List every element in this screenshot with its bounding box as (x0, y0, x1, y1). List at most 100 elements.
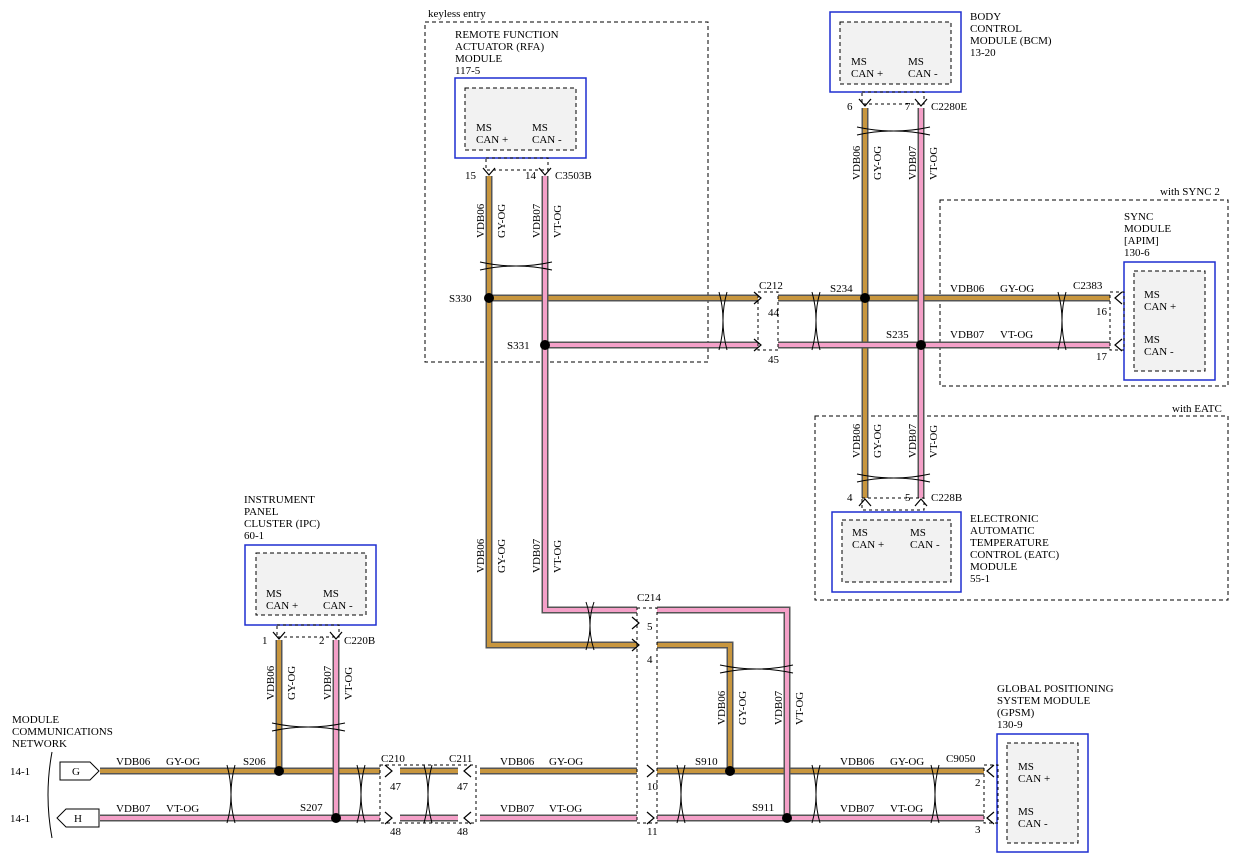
eatc-group-label: with EATC (1172, 403, 1222, 415)
eatc-pin-minus-2: CAN - (910, 539, 940, 551)
sync-name-line1: SYNC (1124, 211, 1153, 223)
vl-eatc-vtog: VT-OG (928, 425, 940, 458)
wl-gpsm-vdb07: VDB07 (840, 803, 875, 815)
c212-box (757, 291, 779, 351)
twist-bottom-4 (676, 764, 686, 824)
splice-s911 (782, 813, 792, 823)
vl-ipc-vdb06: VDB06 (265, 665, 277, 700)
wl-g-vdb06: VDB06 (116, 756, 151, 768)
ipc-pin-plus-2: CAN + (266, 600, 298, 612)
c210-pin-47: 47 (390, 781, 402, 793)
sync-name-line2: MODULE (1124, 223, 1171, 235)
eatc-group-box (814, 415, 1229, 601)
eatc-module: MS CAN + MS CAN - ELECTRONIC AUTOMATIC T… (831, 511, 1059, 593)
sync-connector: C2383 (1073, 280, 1103, 292)
gpsm-pin-plus-2: CAN + (1018, 773, 1050, 785)
vl-eatc-vdb07: VDB07 (907, 423, 919, 458)
network-title-1: MODULE (12, 714, 59, 726)
bcm-connector: C2280E (931, 101, 967, 113)
eatc-pin-plus-1: MS (852, 527, 868, 539)
rfa-module: REMOTE FUNCTION ACTUATOR (RFA) MODULE 11… (454, 29, 587, 159)
splice-s331-label: S331 (507, 340, 530, 352)
c212-pin-44: 44 (768, 307, 780, 319)
network-title-3: NETWORK (12, 738, 67, 750)
gpsm-name-line3: (GPSM) (997, 707, 1035, 719)
eatc-name-line1: ELECTRONIC (970, 513, 1038, 525)
vl-mid-vdb07: VDB07 (531, 538, 543, 573)
rfa-connector: C3503B (555, 170, 592, 182)
gpsm-module: GLOBAL POSITIONING SYSTEM MODULE (GPSM) … (996, 683, 1114, 853)
gpsm-name-line1: GLOBAL POSITIONING (997, 683, 1114, 695)
eatc-name-line5: MODULE (970, 561, 1017, 573)
wl-mid-vdb06: VDB06 (500, 756, 535, 768)
eatc-pin-plus-2: CAN + (852, 539, 884, 551)
network-bracket (47, 751, 53, 839)
ipc-module: INSTRUMENT PANEL CLUSTER (IPC) 60-1 MS C… (244, 494, 377, 626)
bcm-pin-plus-2: CAN + (851, 68, 883, 80)
bcm-module: MS CAN + MS CAN - BODY CONTROL MODULE (B… (829, 11, 1052, 93)
twist-c212-left (718, 291, 728, 351)
keyless-entry-label: keyless entry (428, 8, 486, 20)
ipc-pin-2: 2 (319, 635, 325, 647)
splice-s911-label: S911 (752, 802, 774, 814)
c211-pin-48: 48 (457, 826, 469, 838)
wl-h-vtog: VT-OG (166, 803, 199, 815)
wire-labels: VDB06 GY-OG VDB07 VT-OG VDB06 GY-OG VDB0… (116, 283, 1034, 815)
rfa-pin-14: 14 (525, 170, 537, 182)
vl-ipc-vtog: VT-OG (343, 667, 355, 700)
sync-module: SYNC MODULE [APIM] 130-6 MS CAN + MS CAN… (1123, 211, 1216, 381)
c9050-pin-10: 10 (647, 781, 659, 793)
sync-name-line3: [APIM] (1124, 235, 1159, 247)
vl-rfa-vtog: VT-OG (552, 205, 564, 238)
wl-mid-vtog: VT-OG (549, 803, 582, 815)
rfa-name-line4: 117-5 (455, 65, 481, 77)
sync-group-label: with SYNC 2 (1160, 186, 1220, 198)
vl-s910-vdb06: VDB06 (716, 690, 728, 725)
ipc-pin-minus-1: MS (323, 588, 339, 600)
twist-ipc (271, 722, 346, 732)
vl-ipc-gyog: GY-OG (286, 666, 298, 700)
gpsm-pin-minus-1: MS (1018, 806, 1034, 818)
splice-s235 (916, 340, 926, 350)
wl-sync-gyog: GY-OG (1000, 283, 1034, 295)
bcm-name-line4: 13-20 (970, 47, 996, 59)
network-h-label: H (74, 813, 82, 825)
ipc-name-line4: 60-1 (244, 530, 264, 542)
wl-h-vdb07: VDB07 (116, 803, 151, 815)
wl-sync-vdb06: VDB06 (950, 283, 985, 295)
vl-rfa-gyog: GY-OG (496, 204, 508, 238)
network-g-label: G (72, 766, 80, 778)
splice-s234-label: S234 (830, 283, 853, 295)
twist-c214-left (585, 601, 595, 651)
network-g-arrow: G (59, 761, 100, 781)
network-ref-g: 14-1 (10, 766, 30, 778)
ipc-name-line1: INSTRUMENT (244, 494, 315, 506)
c210-label: C210 (381, 753, 405, 765)
bcm-pin-7: 7 (905, 101, 911, 113)
eatc-name-line6: 55-1 (970, 573, 990, 585)
splice-s910-label: S910 (695, 756, 718, 768)
c210-pin-48: 48 (390, 826, 402, 838)
gpsm-pin-box (983, 764, 999, 824)
c214-pin-4: 4 (647, 654, 653, 666)
twist-bottom-6 (930, 764, 940, 824)
rfa-name-line3: MODULE (455, 53, 502, 65)
vl-mid-gyog: GY-OG (496, 539, 508, 573)
gpsm-connector: C9050 (946, 753, 976, 765)
bcm-pin-minus-1: MS (908, 56, 924, 68)
splice-s234 (860, 293, 870, 303)
splice-s207 (331, 813, 341, 823)
splice-s206 (274, 766, 284, 776)
bcm-name-line2: CONTROL (970, 23, 1022, 35)
c212-pin-45: 45 (768, 354, 780, 366)
vl-bcm-vtog: VT-OG (928, 147, 940, 180)
wl-gpsm-gyog: GY-OG (890, 756, 924, 768)
c214-label: C214 (637, 592, 661, 604)
gpsm-pin-plus-1: MS (1018, 761, 1034, 773)
ipc-pin-box (276, 624, 340, 638)
sync-pin-17: 17 (1096, 351, 1108, 363)
bcm-pin-6: 6 (847, 101, 853, 113)
splice-s910 (725, 766, 735, 776)
sync-name-line4: 130-6 (1124, 247, 1150, 259)
twist-bottom-5 (811, 764, 821, 824)
